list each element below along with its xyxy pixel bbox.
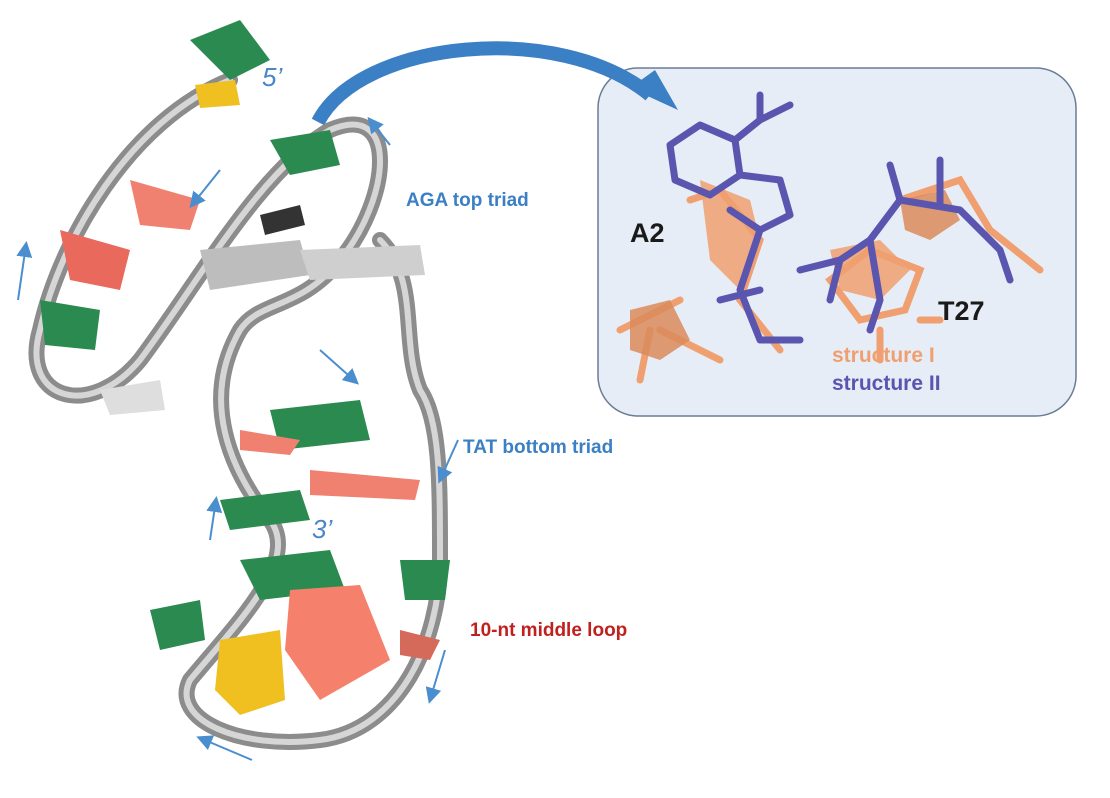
strand-direction-arrows	[16, 116, 459, 761]
adenine-base	[310, 470, 420, 500]
structure-1-ring	[700, 180, 760, 290]
thymine-base	[100, 380, 165, 415]
guanine-base	[240, 550, 345, 600]
zoom-arrow	[311, 41, 655, 126]
thymine-base	[260, 205, 305, 235]
adenine-base	[285, 585, 390, 700]
inset-box	[597, 67, 1077, 417]
middle-loop-label: 10-nt middle loop	[470, 620, 628, 641]
structure-2-sticks	[666, 91, 1014, 344]
adenine-base	[60, 230, 130, 290]
tat-bottom-triad-label: TAT bottom triad	[463, 437, 614, 458]
five-prime-label: 5’	[262, 62, 283, 92]
structure-1-legend: structure I	[832, 344, 935, 367]
guanine-base	[190, 20, 270, 80]
aga-top-triad-label: AGA top triad	[406, 190, 529, 211]
adenine-base	[130, 180, 200, 230]
t27-label: T27	[938, 296, 985, 326]
guanine-base	[270, 400, 370, 450]
cytosine-base	[215, 630, 285, 715]
thymine-base	[300, 245, 425, 280]
guanine-base	[40, 300, 100, 350]
three-prime-label: 3’	[312, 514, 333, 544]
structure-1-ring	[630, 300, 690, 360]
thymine-base	[200, 240, 310, 290]
a2-label: A2	[630, 218, 665, 248]
guanine-base	[400, 560, 450, 600]
structure-2-legend: structure II	[832, 372, 941, 395]
adenine-base	[400, 630, 440, 660]
adenine-base	[240, 430, 300, 455]
guanine-base	[220, 490, 310, 530]
guanine-base	[270, 130, 340, 175]
nucleobases	[40, 20, 450, 715]
cytosine-base	[195, 80, 240, 108]
guanine-base	[150, 600, 205, 650]
